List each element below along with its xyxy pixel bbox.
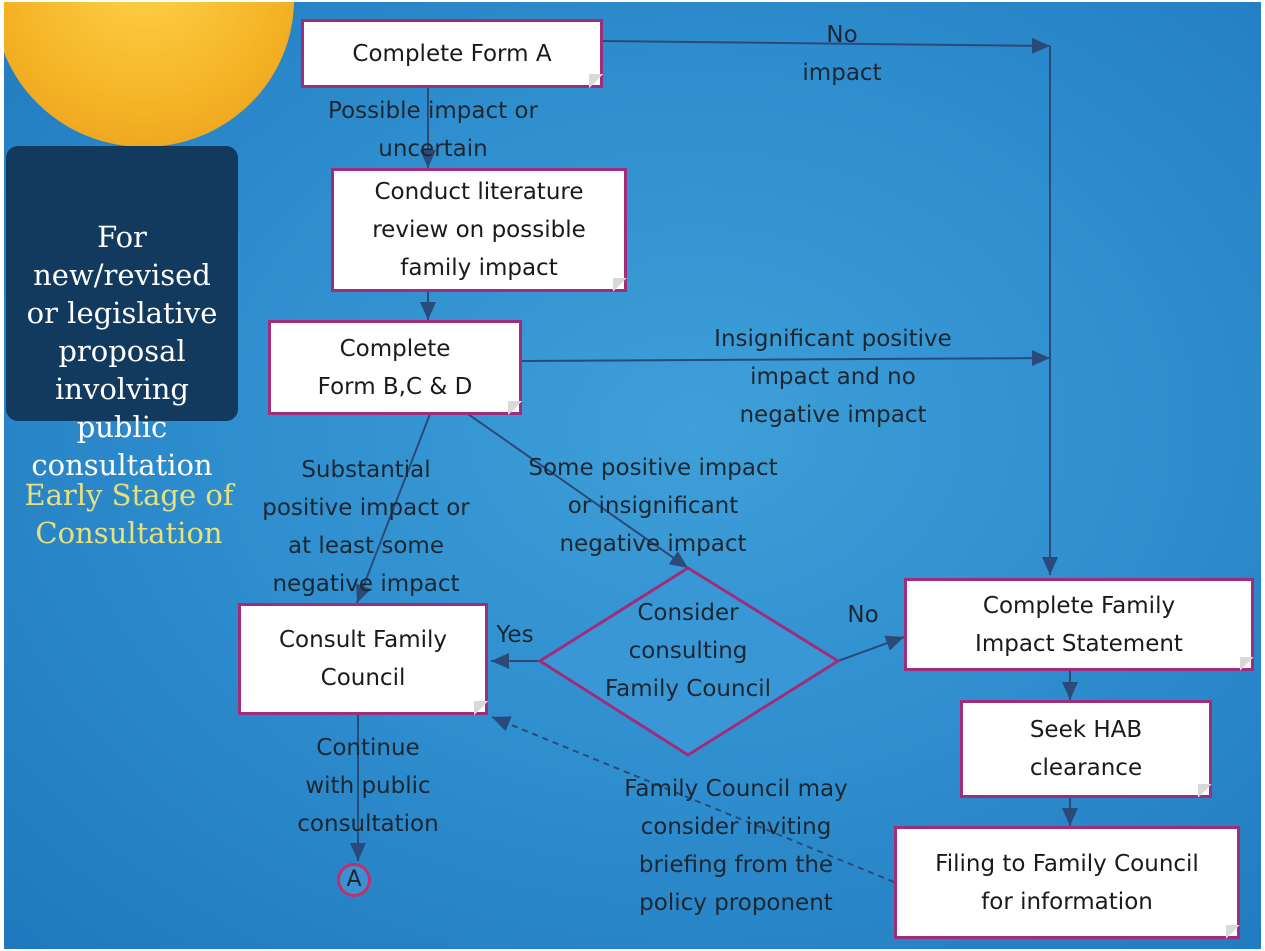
complete-form-bcd-box: Complete Form B,C & D (268, 320, 522, 415)
consider-consulting-text: Consider consulting Family Council (604, 600, 772, 702)
arrow-insignificant (521, 350, 1051, 367)
consult-family-council-box: Consult Family Council (238, 603, 488, 715)
seek-hab-clearance-box: Seek HAB clearance (960, 700, 1212, 798)
label-no: No (847, 602, 879, 628)
label-some-positive: Some positive impact or insignificant ne… (528, 455, 778, 557)
family-impact-statement-box: Complete Family Impact Statement (904, 578, 1254, 671)
consider-diamond (537, 566, 841, 757)
literature-review-box: Conduct literature review on possible fa… (331, 168, 627, 292)
scope-text: For new/revised or legislative proposal … (26, 220, 218, 482)
fis-text: Complete Family Impact Statement (975, 592, 1183, 657)
label-substantial: Substantial positive impact or at least … (262, 457, 470, 597)
connector-a: A (337, 863, 371, 897)
slide-background (4, 2, 1261, 949)
label-yes: Yes (496, 622, 534, 648)
arrow-substantial (356, 413, 431, 604)
consult-council-text: Consult Family Council (279, 627, 447, 691)
label-possible-impact: Possible impact or uncertain (328, 98, 538, 162)
literature-review-text: Conduct literature review on possible fa… (372, 179, 586, 281)
stage-label: Early Stage of Consultation (24, 478, 234, 550)
label-no-impact: No impact (802, 22, 882, 86)
arrow-no (837, 635, 905, 662)
arrow-no-impact (601, 37, 1051, 54)
complete-form-a-box: Complete Form A (301, 19, 603, 88)
arrow-some-positive (467, 413, 689, 569)
label-continue: Continue with public consultation (297, 735, 439, 837)
scope-panel (6, 146, 238, 421)
filing-text: Filing to Family Council for information (935, 850, 1199, 915)
label-may-consider: Family Council may consider inviting bri… (624, 776, 848, 916)
form-bcd-text: Complete Form B,C & D (317, 335, 473, 400)
hab-text: Seek HAB clearance (1029, 717, 1143, 781)
label-insignificant: Insignificant positive impact and no neg… (714, 326, 952, 428)
filing-to-council-box: Filing to Family Council for information (894, 826, 1240, 939)
